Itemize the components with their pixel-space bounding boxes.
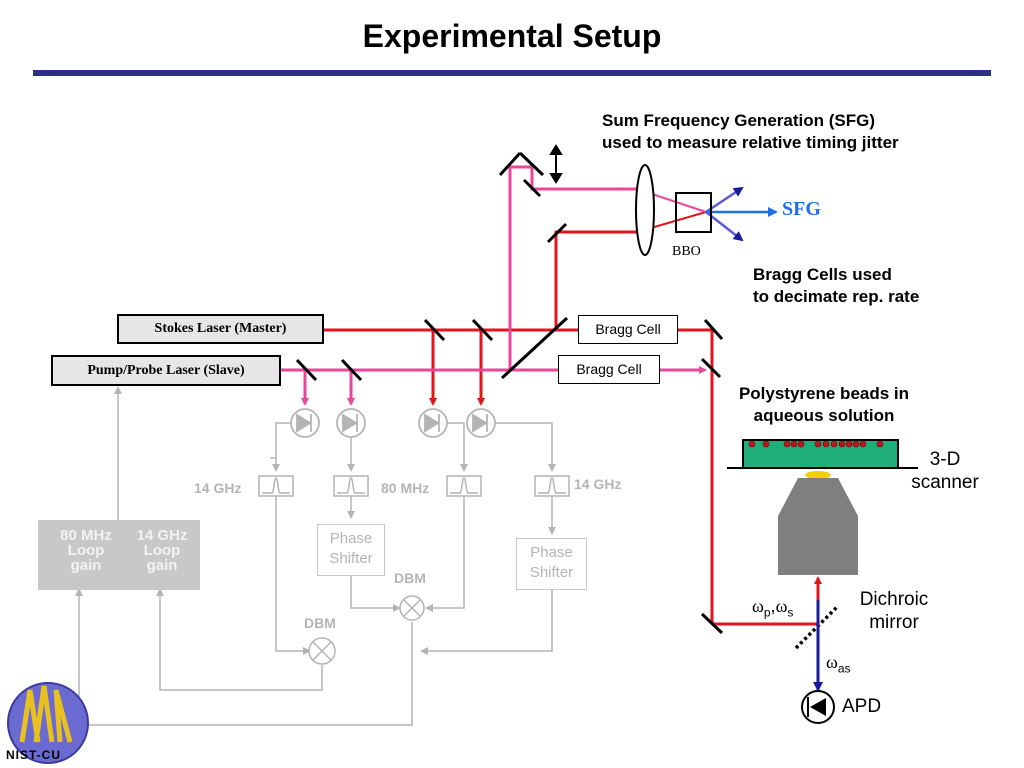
filter-right-label: 14 GHz <box>574 476 622 492</box>
microscope <box>727 439 918 575</box>
page-title: Experimental Setup <box>362 18 662 54</box>
sfg-beams <box>705 186 778 242</box>
title-rule <box>33 70 991 76</box>
stokes-laser-box: Stokes Laser (Master) <box>117 314 324 344</box>
scanner-label: 3-D scanner <box>911 449 979 493</box>
bragg-cell-upper: Bragg Cell <box>578 315 678 344</box>
bbo-crystal <box>675 192 712 233</box>
sfg-label: SFG <box>782 198 821 220</box>
phase-shifter-left: Phase Shifter <box>317 524 385 576</box>
dichroic-label: Dichroic mirror <box>859 589 929 633</box>
beads <box>748 440 884 448</box>
loop-gain-box: 80 MHz Loop gain 14 GHz Loop gain <box>38 520 200 590</box>
electronics-wiring <box>75 386 556 726</box>
photodiodes <box>290 408 496 438</box>
dichroic-mirror <box>794 604 840 650</box>
apd-label: APD <box>842 696 882 717</box>
omega-as-label: ωas <box>826 652 851 676</box>
omega-ps-label: ωp,ωs <box>752 596 794 620</box>
mirrors <box>295 151 724 635</box>
filter-left-label: 14 GHz <box>194 480 242 496</box>
bragg-cell-lower: Bragg Cell <box>558 355 660 384</box>
loop-gain-80mhz: 80 MHz Loop gain <box>60 527 112 574</box>
beads-note: Polystyrene beads in aqueous solution <box>738 384 910 425</box>
dbm-mixer-symbols <box>308 595 425 665</box>
sfg-note: Sum Frequency Generation (SFG) used to m… <box>602 111 899 152</box>
phase-shifter-right: Phase Shifter <box>516 538 587 590</box>
loop-gain-14ghz: 14 GHz Loop gain <box>136 527 188 574</box>
pump-laser-box: Pump/Probe Laser (Slave) <box>51 355 281 386</box>
nist-cu-logo <box>7 682 89 764</box>
logo-text: NIST-CU <box>6 748 61 762</box>
bragg-note: Bragg Cells used to decimate rep. rate <box>753 265 920 306</box>
dbm-label-right: DBM <box>394 570 426 586</box>
filter-symbols <box>258 475 570 497</box>
apd-detector <box>801 690 835 724</box>
dbm-label-left: DBM <box>304 615 336 631</box>
filter-mid-label: 80 MHz <box>381 480 430 496</box>
bbo-label: BBO <box>672 244 701 259</box>
translation-arrow <box>549 144 563 184</box>
focusing-lens <box>635 164 655 256</box>
